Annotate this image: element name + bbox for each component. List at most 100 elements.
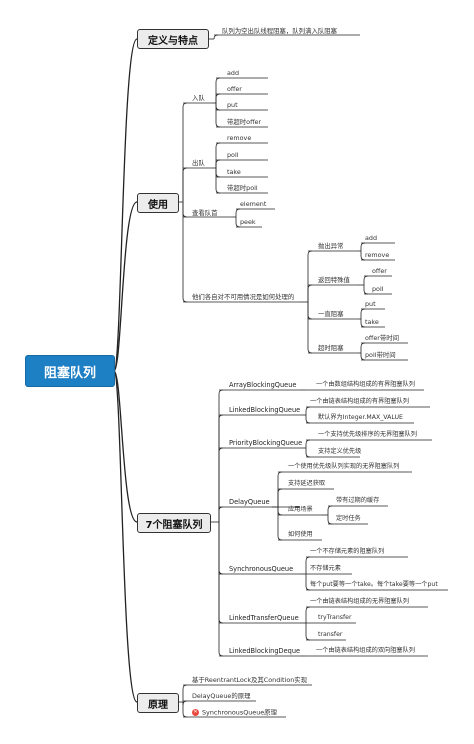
enqueue-offer[interactable]: offer xyxy=(227,85,242,93)
queue-linked-transfer[interactable]: LinkedTransferQueue xyxy=(229,614,299,622)
connector xyxy=(113,201,138,372)
connector xyxy=(215,159,221,168)
principle-sync[interactable]: ✕SynchronousQueue原理 xyxy=(192,709,277,716)
timeout-poll[interactable]: poll带时间 xyxy=(365,351,396,359)
enqueue-put[interactable]: put xyxy=(227,101,238,109)
connector xyxy=(213,34,219,40)
connector xyxy=(218,522,224,657)
sync-handoff: 每个put要等一个take。每个take要等一个put xyxy=(310,581,438,588)
dequeue-poll-timeout[interactable]: 带超时poll xyxy=(227,184,258,192)
block-put[interactable]: put xyxy=(365,300,376,308)
queue-delay[interactable]: DelayQueue xyxy=(229,498,270,506)
queue-linked-deque[interactable]: LinkedBlockingDeque xyxy=(229,647,301,655)
connector xyxy=(305,623,311,641)
principle-lock[interactable]: 基于ReentrantLock及其Condition实现 xyxy=(192,676,308,684)
connector xyxy=(235,208,241,217)
connector xyxy=(182,702,188,718)
connector xyxy=(363,285,369,295)
unavailable-timeout[interactable]: 超时阻塞 xyxy=(318,344,344,352)
connector xyxy=(305,606,311,623)
connector xyxy=(215,168,221,194)
connector xyxy=(327,515,333,525)
branch-seven-queues[interactable]: 7个阻塞队列 xyxy=(137,513,211,533)
queue-synchronous[interactable]: SynchronousQueue xyxy=(229,565,294,573)
delay-scenarios[interactable]: 应用场景 xyxy=(288,506,313,513)
connector xyxy=(218,389,224,522)
error-x-icon: ✕ xyxy=(192,709,199,716)
queue-linked[interactable]: LinkedBlockingQueue xyxy=(229,406,301,414)
delay-howto: 如何使用 xyxy=(288,531,313,538)
dequeue-take[interactable]: take xyxy=(227,168,241,176)
scenario-cache: 带有过期的缓存 xyxy=(336,497,380,504)
root-node[interactable]: 阻塞队列 xyxy=(26,356,114,386)
scenario-timer: 定时任务 xyxy=(336,515,361,522)
connector xyxy=(307,250,313,302)
connector xyxy=(218,522,224,575)
branch-principle[interactable]: 原理 xyxy=(137,693,179,713)
usage-peek[interactable]: 查看队首 xyxy=(192,209,218,217)
connector xyxy=(307,302,313,354)
block-take[interactable]: take xyxy=(365,318,379,326)
connector xyxy=(363,275,369,285)
dequeue-remove[interactable]: remove xyxy=(227,134,252,142)
connector xyxy=(215,142,221,168)
connector xyxy=(182,684,188,702)
connector xyxy=(277,507,283,516)
unavailable-throw[interactable]: 抛出异常 xyxy=(318,242,344,250)
usage-unavailable[interactable]: 他们各自对不可用情况是如何处理的 xyxy=(192,293,295,301)
connector xyxy=(218,414,224,522)
queue-priority[interactable]: PriorityBlockingQueue xyxy=(229,439,303,447)
branch-features[interactable]: 定义与特点 xyxy=(137,29,209,49)
connector xyxy=(182,102,188,202)
dequeue-poll[interactable]: poll xyxy=(227,151,239,159)
features-desc: 队列为空出队线程阻塞，队列满入队阻塞 xyxy=(222,27,338,35)
connector xyxy=(182,167,188,202)
peek-element[interactable]: element xyxy=(240,200,267,208)
unavailable-special[interactable]: 返回特殊值 xyxy=(318,276,350,284)
connector xyxy=(215,77,221,103)
connector xyxy=(305,415,311,424)
special-offer[interactable]: offer xyxy=(372,267,387,275)
connector xyxy=(182,202,188,218)
connector xyxy=(307,302,313,320)
timeout-offer[interactable]: offer带时间 xyxy=(365,334,400,342)
branch-usage[interactable]: 使用 xyxy=(137,193,179,213)
sync-nostore: 不存储元素 xyxy=(310,565,341,572)
array-desc: 一个由数组结构组成的有界阻塞队列 xyxy=(316,381,415,388)
connector xyxy=(277,507,283,541)
throw-remove[interactable]: remove xyxy=(365,251,390,259)
connector xyxy=(360,242,366,251)
connector xyxy=(327,505,333,515)
connector xyxy=(277,488,283,507)
usage-enqueue[interactable]: 入队 xyxy=(192,94,205,102)
usage-dequeue[interactable]: 出队 xyxy=(192,159,205,167)
linked-desc: 一个由链表结构组成的有界阻塞队列 xyxy=(310,398,409,405)
transfer-transfer: transfer xyxy=(318,631,343,638)
connector xyxy=(218,506,224,522)
transfer-desc: 一个由链表结构组成的无界阻塞队列 xyxy=(310,598,409,605)
queue-array[interactable]: ArrayBlockingQueue xyxy=(229,381,297,389)
connector xyxy=(215,103,221,128)
enqueue-offer-timeout[interactable]: 带超时offer xyxy=(227,118,262,126)
connector xyxy=(215,103,221,111)
principle-sync-label: SynchronousQueue原理 xyxy=(202,708,277,717)
principle-delay[interactable]: DelayQueue的原理 xyxy=(192,692,251,700)
connector xyxy=(215,168,221,178)
unavailable-block[interactable]: 一直阻塞 xyxy=(318,310,344,318)
connector xyxy=(305,406,311,415)
connector xyxy=(113,370,138,703)
delay-desc: 一个使用优先级队列实现的无界阻塞队列 xyxy=(288,463,400,470)
throw-add[interactable]: add xyxy=(365,234,378,242)
connector xyxy=(215,93,221,103)
special-poll[interactable]: poll xyxy=(372,285,384,293)
enqueue-add[interactable]: add xyxy=(227,69,240,77)
deque-desc: 一个由链表结构组成的双向阻塞队列 xyxy=(316,647,415,654)
connector xyxy=(307,284,313,302)
priority-desc: 一个支持优先级排序的无界阻塞队列 xyxy=(318,431,417,438)
connector xyxy=(182,700,188,706)
peek-peek[interactable]: peek xyxy=(240,218,256,226)
connector xyxy=(305,439,311,448)
connector xyxy=(113,38,138,372)
